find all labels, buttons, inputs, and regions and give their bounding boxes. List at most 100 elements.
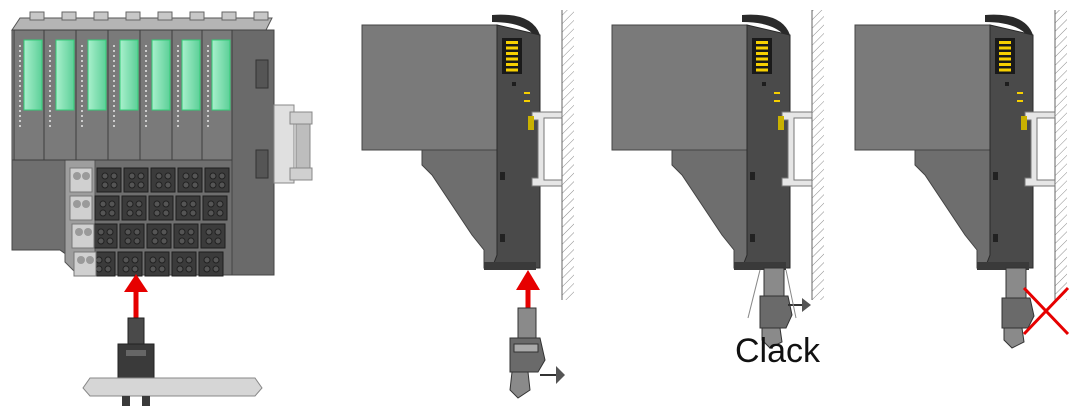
contact-mark [1017,92,1023,94]
terminal-screw [164,181,172,189]
module-body [361,24,498,151]
rail-contact [528,116,534,130]
terminal-cell [173,223,199,249]
latch-mark [993,172,998,180]
locking-part-below [509,307,565,399]
terminal-screw [95,265,103,273]
bus-pin [756,63,768,66]
top-latch [985,14,1033,35]
module-body [854,24,991,151]
contact-mark [774,100,780,102]
terminal-screw [207,209,215,217]
mounting-base-plate [82,377,263,397]
terminal-screw [137,181,145,189]
terminal-screw [185,256,193,264]
terminal-screw [162,209,170,217]
locking-part-locked [1001,267,1035,349]
latch-mark [750,172,755,180]
bus-pin [756,68,768,72]
bus-pin [756,46,768,50]
module-lower-body [421,149,498,269]
din-rail-clip [273,104,313,184]
terminal-screw [126,200,134,208]
terminal-screw [99,200,107,208]
terminal-screw [155,172,163,180]
module-body [611,24,748,151]
bus-pin [506,41,518,44]
panel-side-view-locked [854,10,1067,300]
terminal-screw [153,200,161,208]
terminal-screw [187,228,195,236]
contact-mark [524,92,530,94]
module-fronts [13,11,269,161]
panel-side-view-engaged [611,10,824,300]
terminal-screw [124,237,132,245]
terminal-screw [124,228,132,236]
terminal-cell [200,223,226,249]
indicator [1005,82,1009,86]
panel-front-view [11,11,313,406]
module-front [75,29,109,161]
bus-pin [999,46,1011,50]
terminal-cell [92,223,118,249]
terminal-screw [151,228,159,236]
terminal-screw [209,172,217,180]
terminal-screw [178,237,186,245]
terminal-screw [151,237,159,245]
terminal-cell [202,195,228,221]
terminal-screw [214,237,222,245]
terminal-screw [162,200,170,208]
terminal-screw [176,256,184,264]
bus-pin [756,52,768,55]
terminal-screw [180,200,188,208]
terminal-cell [144,251,170,277]
module-lower-body [914,149,991,269]
module-front [171,29,203,161]
terminal-screw [73,200,81,208]
bus-pin [999,57,1011,61]
terminal-screw [218,181,226,189]
terminal-screw [189,209,197,217]
terminal-screw [212,256,220,264]
base-plate-foot [122,396,130,406]
base-plate-foot [142,396,150,406]
terminal-screw [189,200,197,208]
terminal-cell [119,223,145,249]
latch-mark [750,234,755,242]
bus-pin [999,41,1011,44]
terminal-screw [128,172,136,180]
terminal-screw [110,172,118,180]
terminal-screw [178,228,186,236]
red-up-arrow-icon [124,274,148,322]
terminal-screw [133,228,141,236]
mounting-wall [562,10,574,300]
terminal-cell [204,167,230,193]
power-terminal [69,195,93,221]
bus-pin [506,63,518,66]
module-front [201,29,233,161]
bus-pin [506,52,518,55]
terminal-screw [82,200,90,208]
terminal-cell [148,195,174,221]
terminal-screw [218,172,226,180]
terminal-screw [104,265,112,273]
din-rail [781,111,813,187]
terminal-screw [149,256,157,264]
bus-pin [999,52,1011,55]
contact-mark [774,92,780,94]
power-terminal [69,167,93,193]
terminal-screw [122,265,130,273]
rail-contact [1021,116,1027,130]
locking-part-engaged [747,267,811,349]
terminal-screw [207,200,215,208]
red-cross-icon [1022,286,1070,336]
terminal-screw [185,265,193,273]
power-terminal [73,251,97,277]
terminal-screw [149,265,157,273]
terminal-screw [108,209,116,217]
bus-connector-part [117,317,155,379]
terminal-cell [94,195,120,221]
terminal-screw [216,200,224,208]
mounting-wall [1055,10,1067,300]
